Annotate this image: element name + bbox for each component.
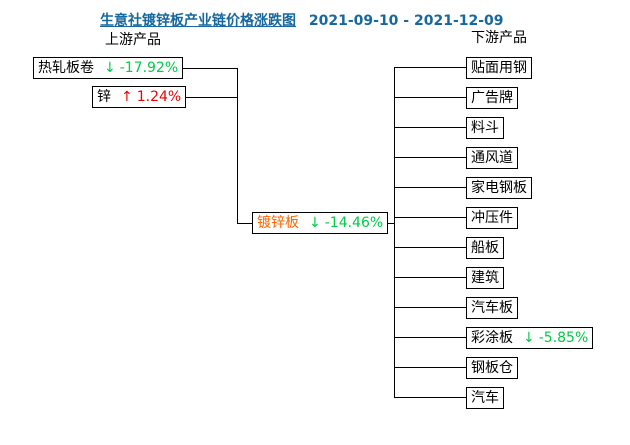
connector-line [394, 307, 470, 308]
node-auto-sheet: 汽车板 [466, 297, 518, 319]
node-automobile: 汽车 [466, 387, 504, 409]
downstream-row: 船板 [394, 237, 504, 259]
price-change: ↑1.24% [121, 89, 181, 105]
change-value: -5.85% [538, 330, 589, 346]
upstream-header: 上游产品 [105, 32, 161, 48]
connector-line [394, 187, 470, 188]
node-label: 料斗 [471, 120, 499, 136]
node-color-coated-sheet: 彩涂板 ↓-5.85% [466, 327, 594, 349]
price-change: ↓-5.85% [523, 330, 588, 346]
downstream-row: 冲压件 [394, 207, 518, 229]
node-hopper: 料斗 [466, 117, 504, 139]
connector-line [394, 127, 470, 128]
downstream-row: 通风道 [394, 147, 518, 169]
change-value: 1.24% [136, 89, 182, 105]
down-arrow-icon: ↓ [523, 330, 535, 346]
node-label: 锌 [97, 89, 111, 105]
node-label: 船板 [471, 240, 499, 256]
node-label: 家电钢板 [471, 180, 527, 196]
node-label: 建筑 [471, 270, 499, 286]
node-appliance-steel: 家电钢板 [466, 177, 532, 199]
node-billboard: 广告牌 [466, 87, 518, 109]
connector-line [394, 97, 470, 98]
node-galvanized-sheet: 镀锌板 ↓-14.46% [252, 212, 389, 234]
connector-line [150, 97, 238, 98]
down-arrow-icon: ↓ [309, 215, 321, 231]
downstream-row: 建筑 [394, 267, 504, 289]
change-value: -17.92% [119, 60, 179, 76]
downstream-header: 下游产品 [471, 30, 527, 46]
node-label: 汽车板 [471, 300, 513, 316]
connector-line [394, 67, 470, 68]
date-range: 2021-09-10 - 2021-12-09 [308, 13, 504, 29]
node-label: 通风道 [471, 150, 513, 166]
connector-line [394, 67, 395, 398]
node-zinc: 锌 ↑1.24% [92, 86, 187, 108]
downstream-row: 家电钢板 [394, 177, 532, 199]
connector-line [394, 247, 470, 248]
price-change: ↓-14.46% [309, 215, 383, 231]
node-stamping-parts: 冲压件 [466, 207, 518, 229]
connector-line [150, 68, 238, 69]
connector-line [394, 157, 470, 158]
node-label: 贴面用钢 [471, 60, 527, 76]
downstream-row: 贴面用钢 [394, 57, 532, 79]
downstream-row: 汽车板 [394, 297, 518, 319]
connector-line [394, 337, 470, 338]
connector-line [237, 68, 238, 224]
connector-line [394, 397, 470, 398]
downstream-row: 广告牌 [394, 87, 518, 109]
node-label: 汽车 [471, 390, 499, 406]
downstream-row: 彩涂板 ↓-5.85% [394, 327, 594, 349]
node-label: 镀锌板 [257, 215, 299, 231]
change-value: -14.46% [324, 215, 384, 231]
downstream-row: 料斗 [394, 117, 504, 139]
connector-line [394, 217, 470, 218]
node-steel-silo: 钢板仓 [466, 357, 518, 379]
down-arrow-icon: ↓ [104, 60, 116, 76]
node-label: 冲压件 [471, 210, 513, 226]
price-change: ↓-17.92% [104, 60, 178, 76]
page-title: 生意社镀锌板产业链价格涨跌图 2021-09-10 - 2021-12-09 [100, 10, 504, 30]
node-label: 热轧板卷 [38, 60, 94, 76]
title-link[interactable]: 生意社镀锌板产业链价格涨跌图 [100, 13, 296, 29]
node-label: 钢板仓 [471, 360, 513, 376]
connector-line [394, 367, 470, 368]
node-laminated-steel: 贴面用钢 [466, 57, 532, 79]
downstream-row: 汽车 [394, 387, 504, 409]
node-ship-plate: 船板 [466, 237, 504, 259]
node-construction: 建筑 [466, 267, 504, 289]
connector-line [237, 223, 259, 224]
node-ventilation-duct: 通风道 [466, 147, 518, 169]
node-label: 广告牌 [471, 90, 513, 106]
downstream-row: 钢板仓 [394, 357, 518, 379]
node-hot-rolled-coil: 热轧板卷 ↓-17.92% [33, 57, 184, 79]
node-label: 彩涂板 [471, 330, 513, 346]
up-arrow-icon: ↑ [121, 89, 133, 105]
connector-line [394, 277, 470, 278]
